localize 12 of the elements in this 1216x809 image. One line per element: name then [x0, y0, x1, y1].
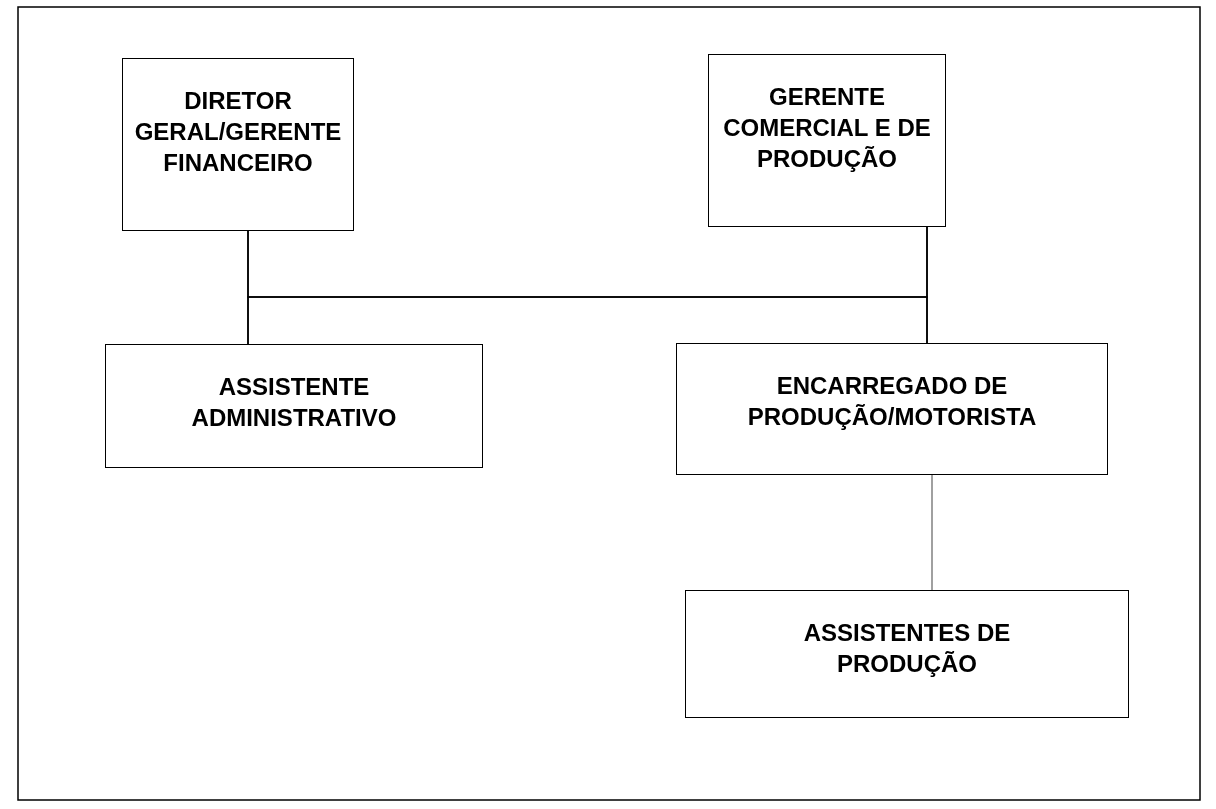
org-box	[122, 58, 354, 231]
org-box	[685, 590, 1129, 718]
position-title: ENCARREGADO DE PRODUÇÃO/MOTORISTA	[746, 371, 1038, 433]
position-title: ASSISTENTE ADMINISTRATIVO	[190, 372, 398, 434]
connector-line	[926, 226, 928, 344]
connector-line	[931, 474, 933, 591]
org-box	[708, 54, 946, 227]
position-title: ASSISTENTES DE PRODUÇÃO	[802, 618, 1012, 680]
position-title: GERENTE COMERCIAL E DE PRODUÇÃO	[722, 82, 932, 175]
position-title: DIRETOR GERAL/GERENTE FINANCEIRO	[133, 86, 343, 179]
org-box	[105, 344, 483, 468]
org-box	[676, 343, 1108, 475]
